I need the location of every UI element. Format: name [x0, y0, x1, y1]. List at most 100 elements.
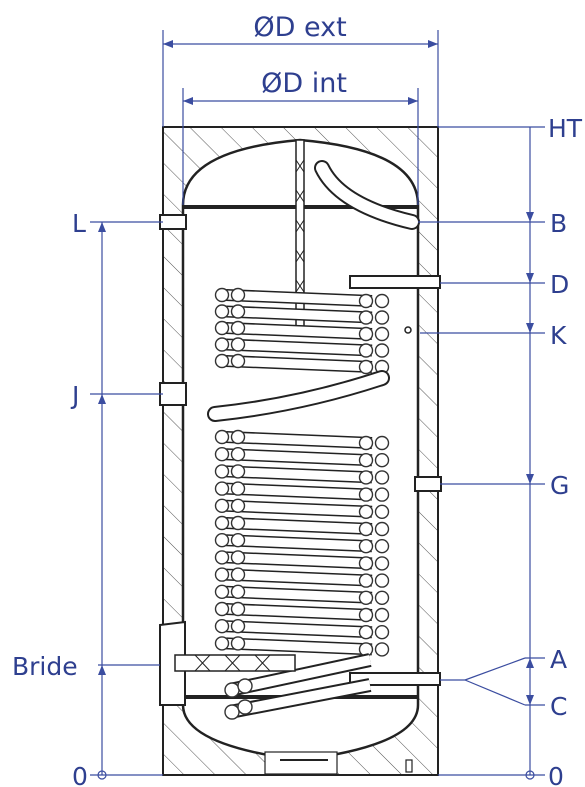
- coil-winding-circle: [358, 487, 374, 502]
- coil-winding-circle: [374, 625, 390, 640]
- label-ht: HT: [548, 114, 583, 143]
- hot-water-outlet-pipe: [314, 160, 420, 230]
- coil-winding-circle: [358, 293, 374, 309]
- coil-winding-circle: [374, 343, 390, 358]
- coil-winding-circle: [214, 601, 230, 617]
- coil-winding-circle: [214, 515, 230, 531]
- coil-tube-inner: [225, 340, 373, 355]
- coil-winding-circle: [374, 487, 390, 502]
- coil-tube-inner: [225, 518, 373, 534]
- coil-winding-circle: [374, 607, 390, 623]
- connection-nozzles: [159, 214, 442, 686]
- coil-winding-circle: [214, 447, 230, 462]
- label-g: G: [550, 471, 569, 500]
- coil-winding-circle: [230, 464, 246, 479]
- coil-tube-inner: [225, 290, 373, 306]
- coil-winding-circle: [374, 642, 390, 657]
- coil-winding-circle: [230, 353, 246, 369]
- coil-winding-circle: [230, 533, 246, 548]
- coil-winding-circle: [230, 287, 246, 303]
- coil-winding-circle: [214, 567, 230, 582]
- coil-winding-circle: [358, 539, 374, 554]
- flange-bride: [159, 620, 296, 706]
- coil-winding-circle: [374, 435, 390, 451]
- coil-tube-inner: [225, 621, 373, 637]
- coil-winding-circle: [214, 320, 230, 336]
- coil-winding-circle: [358, 343, 374, 358]
- bottom-coil-pipes: [224, 653, 372, 720]
- label-c: C: [550, 692, 567, 721]
- lower-heat-exchanger-coil: [214, 429, 390, 657]
- coil-tube-inner: [225, 638, 373, 654]
- coil-winding-circle: [230, 567, 246, 582]
- label-a: A: [550, 645, 567, 674]
- label-zero-left: 0: [72, 762, 88, 787]
- coil-winding-circle: [230, 429, 246, 445]
- coil-tube-inner: [225, 501, 373, 517]
- coil-winding-circle: [214, 550, 230, 565]
- coil-tube-inner: [225, 535, 373, 551]
- coil-winding-circle: [374, 590, 390, 605]
- coil-winding-circle: [214, 584, 230, 599]
- coil-winding-circle: [230, 619, 246, 634]
- coil-winding-circle: [358, 573, 374, 588]
- coil-winding-circle: [230, 320, 246, 336]
- coil-winding-circle: [230, 601, 246, 617]
- label-bride: Bride: [12, 652, 78, 681]
- coil-winding-circle: [358, 625, 374, 640]
- anode-rod: [295, 139, 305, 336]
- coil-tube-inner: [225, 323, 373, 339]
- coil-winding-circle: [358, 590, 374, 605]
- coil-winding-circle: [358, 470, 374, 485]
- coil-winding-circle: [214, 287, 230, 303]
- coil-winding-circle: [230, 304, 246, 319]
- coil-tube-inner: [225, 604, 373, 620]
- coil-winding-circle: [358, 326, 374, 342]
- coil-winding-circle: [230, 550, 246, 565]
- coil-winding-circle: [230, 515, 246, 531]
- coil-winding-circle: [214, 481, 230, 496]
- coil-winding-circle: [358, 310, 374, 325]
- coil-winding-circle: [374, 326, 390, 342]
- coil-tube-inner: [225, 356, 373, 372]
- coil-winding-circle: [214, 304, 230, 319]
- coil-connector-pipe: [207, 370, 390, 422]
- dimension-d-ext: ØD ext: [162, 12, 439, 127]
- coil-winding-circle: [214, 353, 230, 369]
- coil-winding-circle: [230, 498, 246, 513]
- coil-winding-circle: [214, 337, 230, 352]
- coil-tube-inner: [225, 449, 373, 465]
- d-int-label: ØD int: [261, 68, 347, 99]
- coil-tube-inner: [225, 552, 373, 568]
- coil-winding-circle: [230, 481, 246, 496]
- d-ext-label: ØD ext: [253, 12, 346, 43]
- coil-winding-circle: [214, 429, 230, 445]
- coil-tube-inner: [225, 484, 373, 500]
- coil-winding-circle: [230, 447, 246, 462]
- coil-winding-circle: [358, 521, 374, 537]
- label-zero-right: 0: [548, 762, 564, 787]
- coil-winding-circle: [214, 464, 230, 479]
- coil-winding-circle: [214, 498, 230, 513]
- label-k: K: [550, 321, 567, 350]
- left-dimension-lines: [90, 221, 163, 780]
- label-j: J: [70, 381, 79, 410]
- label-d: D: [550, 270, 569, 299]
- coil-winding-circle: [358, 359, 374, 375]
- coil-winding-circle: [374, 453, 390, 468]
- coil-winding-circle: [374, 573, 390, 588]
- label-b: B: [550, 209, 567, 238]
- coil-winding-circle: [374, 539, 390, 554]
- coil-winding-circle: [374, 470, 390, 485]
- label-l: L: [72, 209, 86, 238]
- coil-winding-circle: [358, 453, 374, 468]
- coil-tube-inner: [225, 570, 373, 586]
- drain-fitting: [280, 759, 413, 773]
- coil-tube-inner: [225, 466, 373, 482]
- coil-winding-circle: [374, 556, 390, 571]
- coil-winding-circle: [358, 607, 374, 623]
- coil-winding-circle: [374, 293, 390, 309]
- coil-tube-inner: [225, 307, 373, 322]
- coil-tube-inner: [225, 432, 373, 448]
